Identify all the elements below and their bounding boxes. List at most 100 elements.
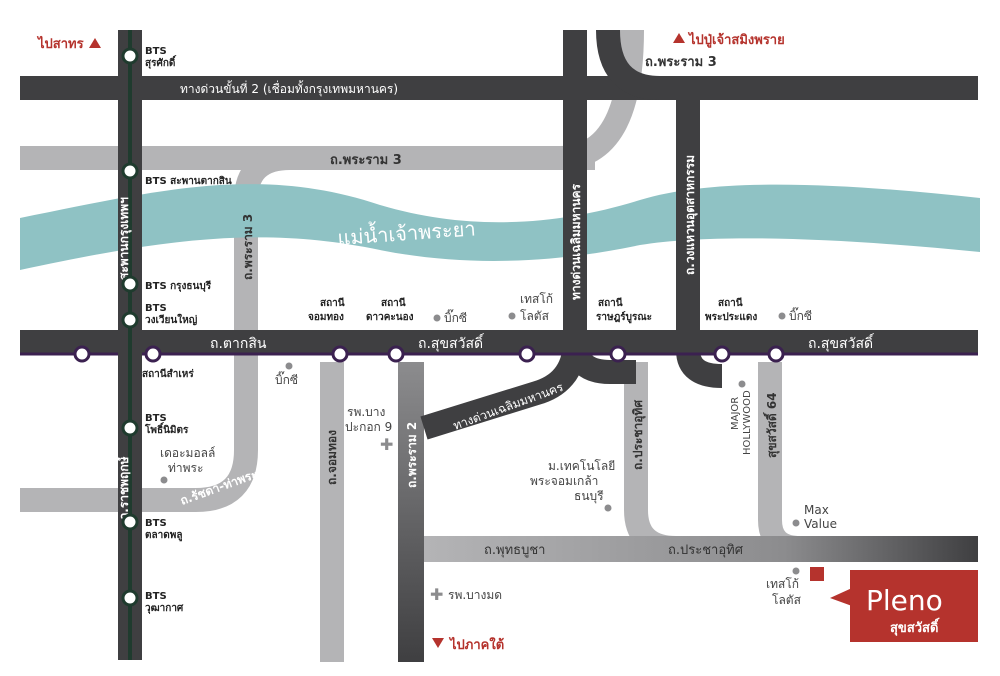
bts-station-marker[interactable] bbox=[121, 589, 139, 607]
label-ratchaphruek: ถ.ราชพฤกษ์ bbox=[117, 456, 131, 520]
bts-station-marker[interactable] bbox=[121, 47, 139, 65]
purple-label-dao-khanong-2: ดาวคะนอง bbox=[366, 312, 414, 323]
landmark-lotus-1b: โลตัส bbox=[520, 309, 550, 323]
bts-label-talat-phlu-2: ตลาดพลู bbox=[145, 530, 182, 542]
bts-label-wongwian-yai-1: BTS bbox=[145, 303, 167, 314]
purple-label-pra-pradaeng-2: พระประแดง bbox=[705, 311, 757, 323]
landmark-dot bbox=[160, 476, 168, 484]
label-rama2: ถ.พระราม 2 bbox=[405, 422, 419, 488]
purple-station-marker[interactable] bbox=[387, 345, 405, 363]
label-suksawat-64: สุขสวัสดิ์ 64 bbox=[763, 392, 780, 458]
hospital-cross-icon: ✚ bbox=[430, 585, 443, 604]
label-taksin: ถ.ตากสิน bbox=[210, 336, 267, 352]
purple-station-marker[interactable] bbox=[73, 345, 91, 363]
landmark-the-mall-2: ท่าพระ bbox=[168, 461, 203, 475]
label-sukhumvit-right: ถ.สุขสวัสดิ์ bbox=[808, 333, 875, 352]
road-chomthong bbox=[320, 362, 344, 662]
purple-label-samre: สถานีสำเหร่ bbox=[142, 368, 194, 380]
direction-labels: ไปสาทร ไปปู่เจ้าสมิงพราย ไปภาคใต้ bbox=[36, 31, 785, 653]
bts-station-marker[interactable] bbox=[121, 419, 139, 437]
road-rama3-top-curve bbox=[596, 29, 700, 100]
purple-station-marker[interactable] bbox=[609, 345, 627, 363]
landmark-dot bbox=[792, 567, 800, 575]
landmarks: บิ๊กซี เทสโก้ โลตัส บิ๊กซี บิ๊กซี เดอะมอ… bbox=[160, 292, 837, 607]
label-rama3-vertical: ถ.พระราม 3 bbox=[241, 214, 255, 280]
bts-label-surasak-1: BTS bbox=[145, 46, 167, 57]
landmark-dot bbox=[778, 312, 786, 320]
label-pracha-uthit-h: ถ.ประชาอุทิศ bbox=[668, 543, 744, 558]
purple-label-chomthong-2: จอมทอง bbox=[308, 312, 344, 323]
road-rama2 bbox=[398, 362, 424, 662]
landmark-kmutt-1: ม.เทคโนโลยี bbox=[548, 459, 615, 473]
road-expressway-2 bbox=[20, 76, 978, 100]
road-phutthabucha bbox=[424, 536, 978, 562]
label-kanchanaphisek: ถ.วงแหวนอุตสาหกรรม bbox=[683, 155, 698, 275]
landmark-max-value-2: Value bbox=[804, 517, 837, 531]
bts-stations bbox=[121, 47, 139, 607]
bts-station-marker[interactable] bbox=[121, 513, 139, 531]
label-rama3-mid: ถ.พระราม 3 bbox=[330, 153, 402, 168]
purple-station-marker[interactable] bbox=[331, 345, 349, 363]
landmark-lotus-1a: เทสโก้ bbox=[520, 292, 553, 306]
label-saphan-krungthep: สะพานกรุงเทพฯ bbox=[117, 197, 132, 280]
bts-label-talat-phlu-1: BTS bbox=[145, 518, 167, 529]
landmark-dot bbox=[604, 504, 612, 512]
hospital-cross-icon: ✚ bbox=[380, 435, 393, 454]
bts-label-saphan-taksin: BTS สะพานตากสิน bbox=[145, 175, 232, 187]
bts-label-surasak-2: สุรศักดิ์ bbox=[145, 55, 177, 69]
landmark-hospital-bangpakok-1: รพ.บาง bbox=[347, 405, 385, 419]
label-sukhumvit-mid: ถ.สุขสวัสดิ์ bbox=[418, 333, 485, 352]
direction-sathon: ไปสาทร bbox=[36, 35, 84, 52]
bts-label-wutthakat-1: BTS bbox=[145, 591, 167, 602]
purple-label-rat-burana-2: ราษฎร์บูรณะ bbox=[596, 311, 652, 324]
label-rama3-top: ถ.พระราม 3 bbox=[645, 55, 717, 70]
bts-station-marker[interactable] bbox=[121, 275, 139, 293]
bts-station-marker[interactable] bbox=[121, 162, 139, 180]
purple-stations bbox=[73, 345, 785, 363]
landmark-major-2: HOLLYWOOD bbox=[742, 390, 753, 455]
direction-pu-chao: ไปปู่เจ้าสมิงพราย bbox=[687, 31, 785, 48]
road-taksin-suksawat bbox=[20, 330, 978, 354]
label-pracha-uthit-v: ถ.ประชาอุทิศ bbox=[631, 400, 646, 470]
road-rama3-horizontal bbox=[20, 146, 595, 170]
project-callout-tail bbox=[830, 588, 852, 606]
purple-station-marker[interactable] bbox=[713, 345, 731, 363]
landmark-dot bbox=[738, 380, 746, 388]
road-ratchada-thapra bbox=[20, 340, 258, 512]
bts-station-marker[interactable] bbox=[121, 311, 139, 329]
secondary-roads bbox=[20, 29, 978, 662]
arrow-up-icon bbox=[673, 33, 685, 43]
landmark-big-c-1: บิ๊กซี bbox=[444, 309, 467, 325]
purple-station-marker[interactable] bbox=[144, 345, 162, 363]
landmark-hospital-bangmod: รพ.บางมด bbox=[448, 588, 502, 602]
landmark-dot bbox=[285, 362, 293, 370]
purple-station-marker[interactable] bbox=[518, 345, 536, 363]
landmark-big-c-2: บิ๊กซี bbox=[275, 371, 298, 387]
purple-label-pra-pradaeng-1: สถานี bbox=[718, 297, 743, 309]
major-roads bbox=[20, 29, 978, 440]
landmark-kmutt-3: ธนบุรี bbox=[574, 489, 604, 504]
bts-label-pho-nimit-2: โพธิ์นิมิตร bbox=[144, 422, 189, 436]
purple-station-marker[interactable] bbox=[767, 345, 785, 363]
purple-label-dao-khanong-1: สถานี bbox=[381, 297, 406, 309]
bts-station-labels: BTS สุรศักดิ์ BTS สะพานตากสิน BTS กรุงธน… bbox=[144, 46, 232, 614]
bts-label-wongwian-yai-2: วงเวียนใหญ่ bbox=[145, 313, 198, 326]
river-chao-phraya bbox=[20, 184, 980, 270]
landmark-dot bbox=[792, 519, 800, 527]
purple-label-rat-burana-1: สถานี bbox=[598, 297, 623, 309]
landmark-hospital-bangpakok-2: ปะกอก 9 bbox=[345, 420, 392, 434]
landmark-kmutt-2: พระจอมเกล้า bbox=[530, 474, 598, 488]
project-marker[interactable]: Pleno สุขสวัสดิ์ bbox=[810, 567, 978, 642]
label-chaloem-vertical: ทางด่วนเฉลิมมหานคร bbox=[569, 183, 583, 300]
project-pin bbox=[810, 567, 824, 581]
landmark-dot bbox=[508, 312, 516, 320]
purple-label-chomthong-1: สถานี bbox=[320, 297, 345, 309]
landmark-major-1: MAJOR bbox=[730, 397, 741, 430]
arrow-up-icon bbox=[89, 38, 101, 48]
landmark-lotus-2a: เทสโก้ bbox=[766, 577, 799, 591]
bts-label-pho-nimit-1: BTS bbox=[145, 413, 167, 424]
label-chomthong: ถ.จอมทอง bbox=[325, 430, 339, 485]
project-callout bbox=[850, 570, 978, 642]
